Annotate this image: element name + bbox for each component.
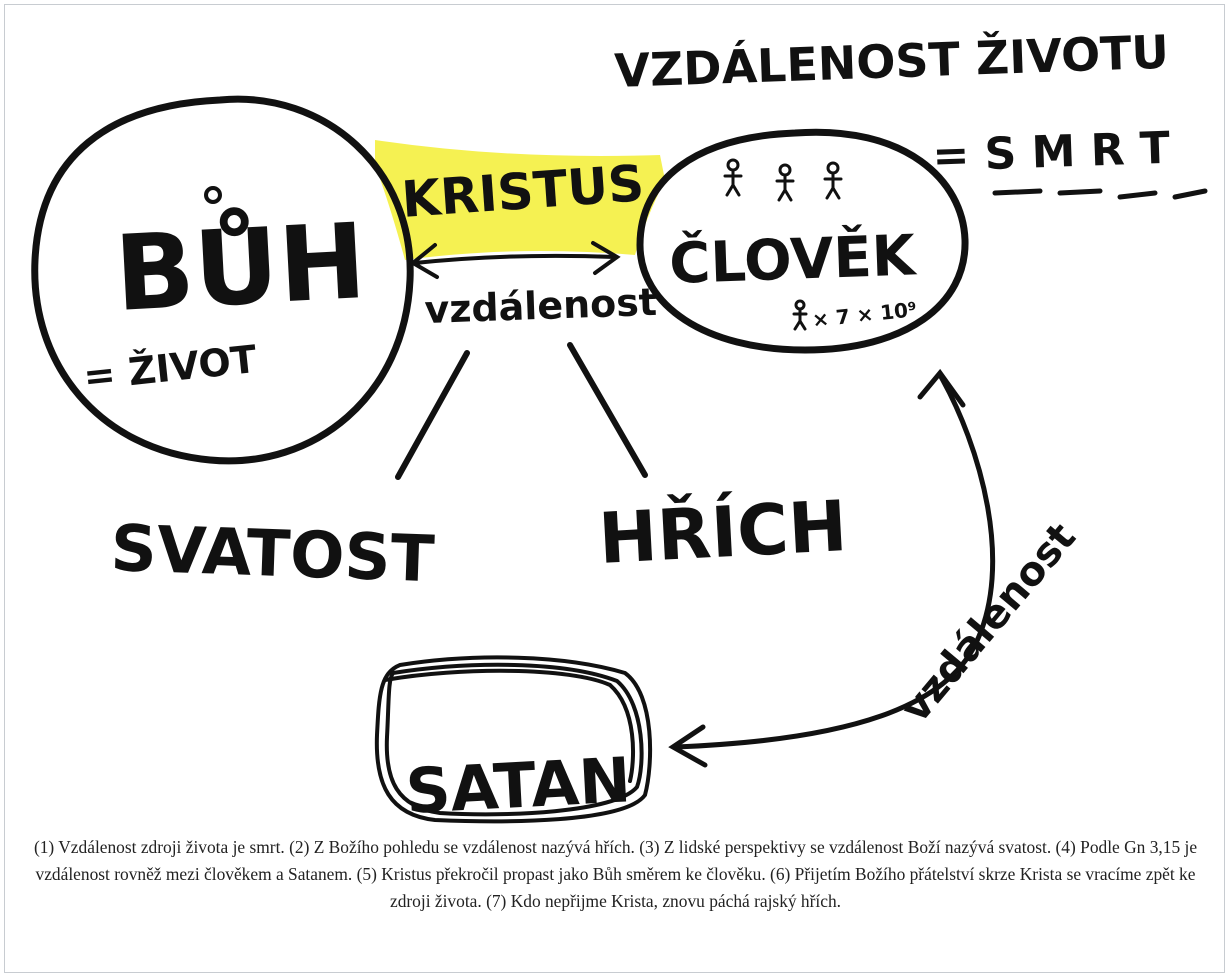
holiness-line — [395, 350, 470, 480]
figure-caption: (1) Vzdálenost zdroji života je smrt. (2… — [33, 837, 1198, 911]
human-circle — [636, 128, 969, 354]
population-label: × 7 × 10⁹ — [811, 297, 918, 332]
death-label: = S M R T — [932, 123, 1171, 182]
god-circle — [31, 95, 414, 465]
satan-label: SATAN — [404, 743, 633, 828]
life-label: = ŽIVOT — [81, 337, 258, 399]
death-underlines — [992, 188, 1208, 200]
satan-distance-arrow — [668, 368, 996, 768]
sin-line — [567, 342, 648, 478]
figure-frame: BŮH = ŽIVOT KRISTUS vzdálenost ČLOVĚK × … — [4, 4, 1225, 973]
christ-bridge-highlight — [375, 140, 665, 260]
holiness-label: SVATOST — [109, 512, 435, 597]
distance-life-label: VZDÁLENOST ŽIVOTU — [613, 25, 1169, 98]
ring-mark — [204, 186, 222, 204]
distance-center-label: vzdálenost — [424, 280, 658, 332]
people-icons — [723, 158, 843, 331]
distance-double-arrow — [409, 241, 621, 279]
distance-satan-label: vzdálenost — [892, 514, 1085, 731]
sin-label: HŘÍCH — [597, 485, 849, 580]
diagram-drawing: BŮH = ŽIVOT KRISTUS vzdálenost ČLOVĚK × … — [5, 5, 1226, 833]
human-label: ČLOVĚK — [668, 222, 919, 297]
satan-blob — [374, 655, 653, 824]
god-label: BŮH — [112, 200, 369, 335]
